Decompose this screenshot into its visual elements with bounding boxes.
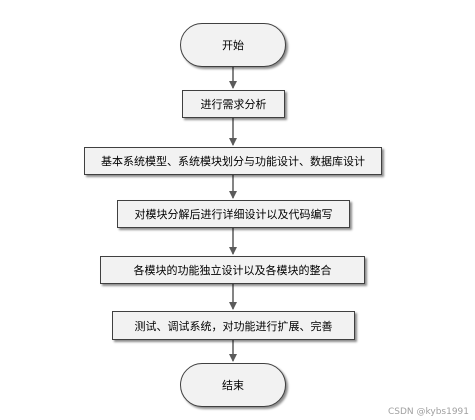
step-system-model-design: 基本系统模型、系统模块划分与功能设计、数据库设计 <box>84 147 382 175</box>
end-node: 结束 <box>180 363 286 407</box>
csdn-watermark: CSDN @kybs1991 <box>387 407 469 417</box>
start-node: 开始 <box>180 23 286 67</box>
step-testing-extension: 测试、调试系统，对功能进行扩展、完善 <box>112 311 355 340</box>
step-module-integration: 各模块的功能独立设计以及各模块的整合 <box>100 256 365 284</box>
step-requirements-analysis: 进行需求分析 <box>182 90 285 118</box>
step-detailed-design-coding: 对模块分解后进行详细设计以及代码编写 <box>117 200 350 228</box>
